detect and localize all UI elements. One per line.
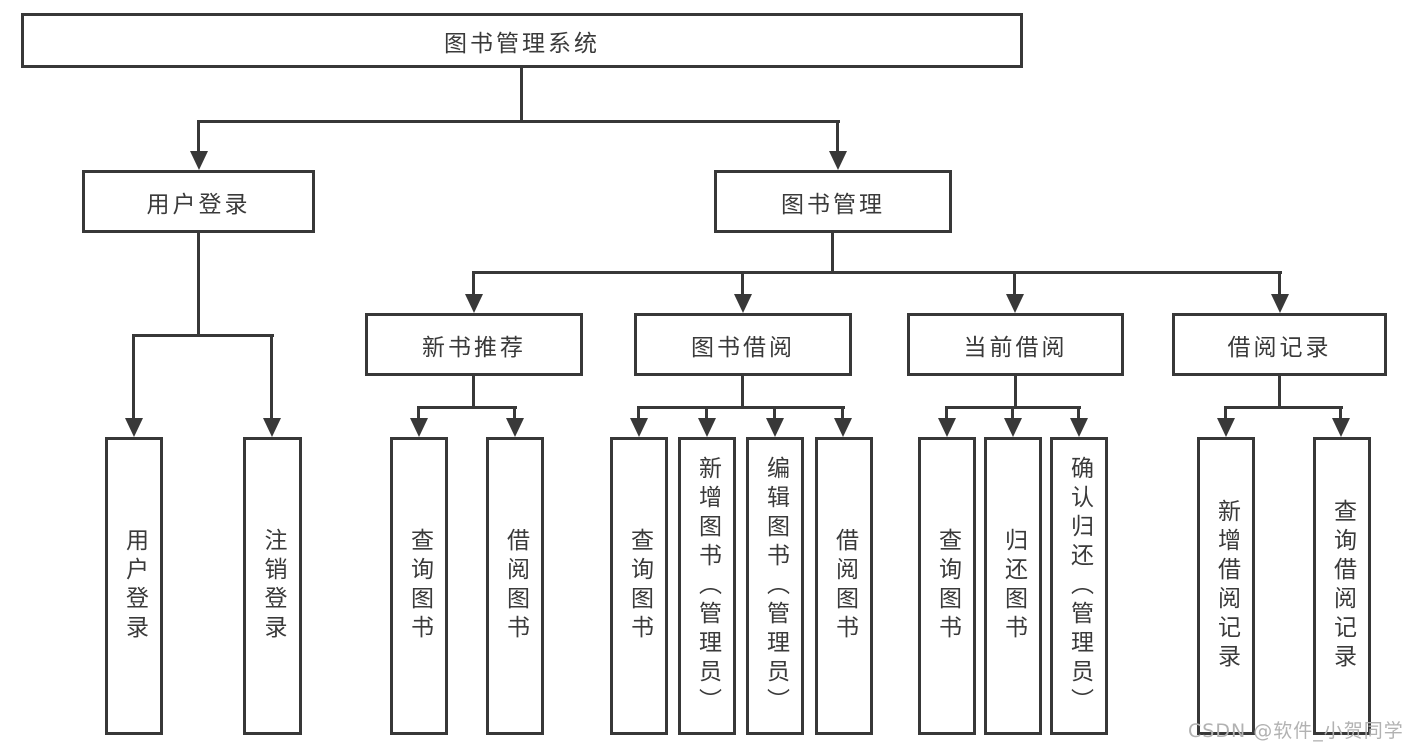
connector-line: [472, 376, 475, 409]
connector-line: [198, 120, 840, 123]
leaf-add-book-admin: 新增图书（管理员）: [678, 437, 736, 735]
connector-line: [520, 68, 523, 123]
arrow-down-icon: [410, 406, 428, 437]
connector-line: [741, 376, 744, 409]
arrow-down-icon: [829, 120, 847, 170]
node-borrow-records: 借阅记录: [1172, 313, 1387, 376]
arrow-down-icon: [1332, 406, 1350, 437]
leaf-edit-book-admin: 编辑图书（管理员）: [746, 437, 804, 735]
node-new-book-recommend: 新书推荐: [365, 313, 583, 376]
arrow-down-icon: [263, 334, 281, 437]
connector-line: [1224, 406, 1343, 409]
leaf-current-query-books: 查询图书: [918, 437, 976, 735]
leaf-add-borrow-record: 新增借阅记录: [1197, 437, 1255, 735]
arrow-down-icon: [1271, 271, 1289, 313]
arrow-down-icon: [1217, 406, 1235, 437]
node-book-borrow: 图书借阅: [634, 313, 852, 376]
arrow-down-icon: [506, 406, 524, 437]
arrow-down-icon: [938, 406, 956, 437]
leaf-recommend-query-books: 查询图书: [390, 437, 448, 735]
arrow-down-icon: [1006, 271, 1024, 313]
arrow-down-icon: [834, 406, 852, 437]
leaf-borrow-borrow-books: 借阅图书: [815, 437, 873, 735]
arrow-down-icon: [190, 120, 208, 170]
watermark: CSDN @软件_小贺同学: [1188, 720, 1404, 742]
connector-line: [1014, 376, 1017, 409]
leaf-user-login: 用户登录: [105, 437, 163, 735]
connector-line: [831, 233, 834, 274]
node-book-management: 图书管理: [714, 170, 952, 233]
arrow-down-icon: [698, 406, 716, 437]
node-user-login: 用户登录: [82, 170, 315, 233]
arrow-down-icon: [766, 406, 784, 437]
arrow-down-icon: [1004, 406, 1022, 437]
arrow-down-icon: [125, 334, 143, 437]
leaf-borrow-query-books: 查询图书: [610, 437, 668, 735]
connector-line: [417, 406, 517, 409]
connector-line: [197, 233, 200, 337]
connector-line: [472, 271, 1282, 274]
leaf-query-borrow-record: 查询借阅记录: [1313, 437, 1371, 735]
leaf-confirm-return-admin: 确认归还（管理员）: [1050, 437, 1108, 735]
node-root: 图书管理系统: [21, 13, 1023, 68]
connector-line: [133, 334, 274, 337]
connector-line: [637, 406, 845, 409]
arrow-down-icon: [465, 271, 483, 313]
node-current-borrow: 当前借阅: [907, 313, 1124, 376]
leaf-return-books: 归还图书: [984, 437, 1042, 735]
arrow-down-icon: [630, 406, 648, 437]
arrow-down-icon: [1070, 406, 1088, 437]
leaf-recommend-borrow-books: 借阅图书: [486, 437, 544, 735]
arrow-down-icon: [734, 271, 752, 313]
connector-line: [1278, 376, 1281, 409]
leaf-logout: 注销登录: [243, 437, 302, 735]
